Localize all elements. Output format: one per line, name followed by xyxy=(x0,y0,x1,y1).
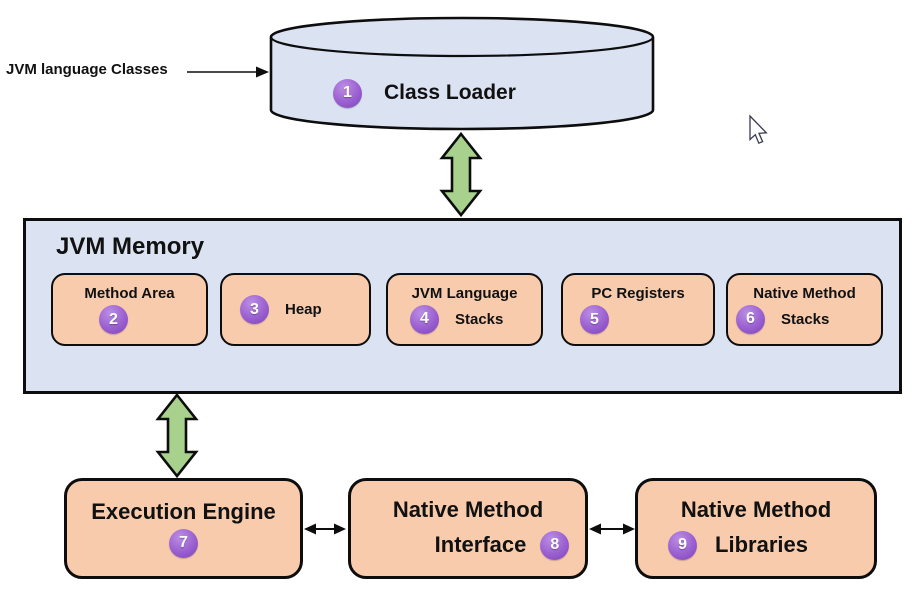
native-method-interface-line2: Interface xyxy=(434,531,527,557)
bidirectional-arrow-interface-libraries-icon xyxy=(589,523,635,535)
jvm-memory-panel: JVM Memory Method Area 2 3 Heap JVM Lang… xyxy=(23,218,902,394)
bidirectional-arrow-loader-memory-icon xyxy=(439,131,483,218)
class-loader-label: Class Loader xyxy=(384,81,516,104)
bidirectional-arrow-engine-interface-icon xyxy=(304,523,346,535)
annotation-arrow xyxy=(187,66,269,78)
step-badge-4: 4 xyxy=(410,304,439,334)
method-area-label: Method Area xyxy=(84,284,175,302)
step-badge-3: 3 xyxy=(240,295,269,324)
step-badge-8: 8 xyxy=(540,530,570,560)
memory-box-jvm-language-stacks: JVM Language 4 Stacks xyxy=(386,273,543,346)
memory-box-native-method-stacks: Native Method 6 Stacks xyxy=(726,273,883,346)
step-badge-7: 7 xyxy=(169,528,198,558)
execution-engine-label: Execution Engine xyxy=(91,499,276,525)
native-method-stacks-line1: Native Method xyxy=(753,285,856,303)
memory-box-pc-registers: PC Registers 5 xyxy=(561,273,715,346)
memory-box-method-area: Method Area 2 xyxy=(51,273,208,346)
step-badge-1: 1 xyxy=(333,78,362,108)
pc-registers-label: PC Registers xyxy=(591,284,685,302)
step-badge-2: 2 xyxy=(99,305,128,335)
native-method-stacks-line2: Stacks xyxy=(781,310,830,328)
step-badge-5: 5 xyxy=(580,305,609,335)
heap-label: Heap xyxy=(285,300,322,318)
native-method-libraries-box: Native Method 9 Libraries xyxy=(635,478,877,579)
jvm-memory-title: JVM Memory xyxy=(56,233,205,260)
memory-box-heap: 3 Heap xyxy=(220,273,371,346)
step-badge-6: 6 xyxy=(736,304,765,334)
native-method-libraries-line2: Libraries xyxy=(715,531,808,557)
bidirectional-arrow-memory-engine-icon xyxy=(155,392,199,479)
step-badge-9: 9 xyxy=(668,530,698,560)
class-loader-node: 1 Class Loader xyxy=(333,77,516,109)
native-method-interface-line1: Native Method xyxy=(392,497,544,523)
execution-engine-box: Execution Engine 7 xyxy=(64,478,303,579)
jvm-language-stacks-line1: JVM Language xyxy=(411,285,518,303)
mouse-cursor-icon xyxy=(749,114,768,145)
native-method-libraries-line1: Native Method xyxy=(680,497,832,523)
class-loader-cylinder xyxy=(269,16,655,131)
native-method-interface-box: Native Method Interface 8 xyxy=(348,478,588,579)
jvm-language-classes-label: JVM language Classes xyxy=(6,61,168,78)
jvm-language-stacks-line2: Stacks xyxy=(455,310,504,328)
